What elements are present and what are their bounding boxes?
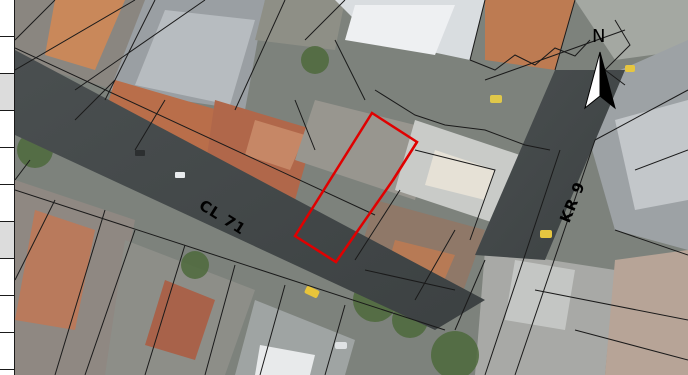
- panel-row: [0, 37, 14, 74]
- panel-row: [0, 296, 14, 333]
- highlighted-parcel-edge: [391, 141, 419, 181]
- road-kr9: [475, 70, 625, 260]
- vehicles: [135, 65, 635, 349]
- panel-row: [0, 259, 14, 296]
- panel-row: [0, 222, 14, 259]
- panel-row: [0, 185, 14, 222]
- left-panel: [0, 0, 15, 375]
- panel-row: [0, 0, 14, 37]
- north-letter: N: [592, 26, 605, 47]
- north-arrow-icon: N: [584, 26, 616, 110]
- parcel-lines: [15, 0, 688, 375]
- highlighted-parcel[interactable]: [293, 111, 419, 264]
- map-canvas: CL 71 KR 9 N: [15, 0, 688, 375]
- road-cl71: [15, 50, 485, 330]
- panel-row: [0, 74, 14, 111]
- panel-row: [0, 111, 14, 148]
- aerial-map[interactable]: CL 71 KR 9 N: [15, 0, 688, 375]
- panel-row: [0, 148, 14, 185]
- panel-row: [0, 333, 14, 370]
